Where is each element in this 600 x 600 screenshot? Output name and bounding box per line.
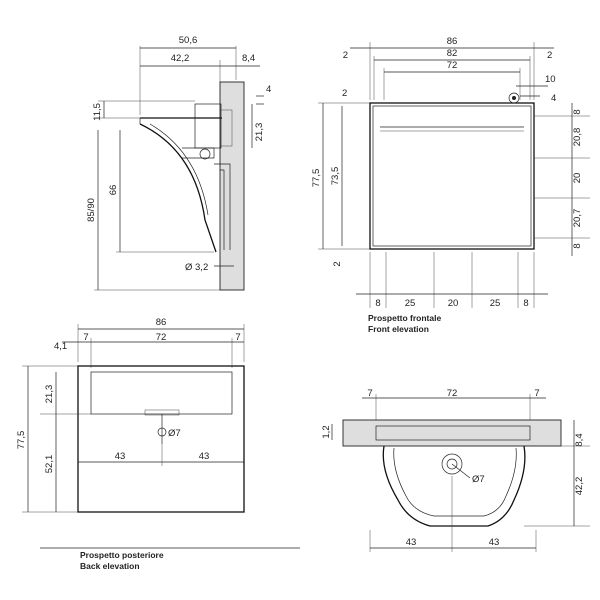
side-dim-body-height: 66 (108, 185, 119, 196)
plan-dim-half-right: 43 (489, 537, 500, 548)
plan-wall (342, 419, 562, 447)
front-dim-row3: 20,7 (572, 209, 583, 228)
back-caption-it: Prospetto posteriore (80, 550, 164, 560)
back-outline (77, 365, 245, 513)
plan-view: 7 72 7 1,2 8,4 42,2 43 43 Ø7 (321, 388, 590, 552)
front-view: 86 2 2 82 72 10 4 2 77,5 73,5 2 8 20,8 2… (311, 36, 590, 334)
front-knob (508, 92, 520, 104)
side-dim-drawer: 21,3 (254, 123, 265, 142)
back-dim-inner-width: 72 (156, 332, 167, 343)
back-drawer-recess (90, 371, 233, 415)
back-hole (157, 427, 167, 437)
side-view: 50,6 42,2 8,4 4 21,3 11,5 66 85/90 Ø 3,2 (86, 35, 271, 291)
plan-dim-half-left: 43 (406, 537, 417, 548)
front-dim-knob-offset: 10 (545, 74, 556, 85)
side-dim-pipe: Ø 3,2 (185, 262, 208, 273)
front-dim-bottom-20: 20 (448, 298, 459, 309)
plan-dim-side-right: 7 (534, 388, 539, 399)
back-dim-hole: Ø7 (168, 428, 181, 439)
front-dim-side-left: 2 (343, 50, 348, 61)
front-outline (369, 102, 535, 250)
plan-dim-top-offset: 8,4 (574, 433, 585, 446)
back-dim-left-gap: 4,1 (54, 341, 67, 352)
front-dim-bottom-edge: 2 (332, 261, 343, 266)
plan-dim-inner-width: 72 (447, 388, 458, 399)
back-dim-half-right: 43 (199, 451, 210, 462)
front-caption-it: Prospetto frontale (368, 313, 441, 323)
front-dim-inner-width: 82 (447, 48, 458, 59)
side-drain-pipe (214, 163, 231, 250)
back-dim-side-left: 7 (83, 332, 88, 343)
front-dim-top-gap: 8 (572, 109, 583, 114)
front-dim-row2: 20 (572, 173, 583, 184)
side-dim-top-width: 50,6 (179, 35, 198, 46)
front-dim-bottom-25-right: 25 (490, 298, 501, 309)
plan-dim-depth: 42,2 (574, 477, 585, 496)
side-curved-body (139, 123, 217, 253)
side-dim-inner-width: 42,2 (171, 53, 190, 64)
back-dim-overall-width: 86 (156, 317, 167, 328)
back-dim-overall-height: 77,5 (16, 431, 27, 450)
back-caption-en: Back elevation (80, 561, 140, 571)
front-dim-bottom-8-left: 8 (375, 298, 380, 309)
front-caption-en: Front elevation (368, 324, 429, 334)
plan-dim-drain: Ø7 (472, 474, 485, 485)
front-dim-side-right: 2 (547, 50, 552, 61)
plan-drain (441, 453, 463, 475)
side-dim-wall: 8,4 (242, 53, 255, 64)
side-dim-lip: 4 (266, 84, 271, 95)
back-dim-lower: 52,1 (44, 455, 55, 474)
front-dim-row4: 8 (572, 243, 583, 248)
side-drawer-box (194, 103, 222, 149)
plan-dim-side-left: 7 (367, 388, 372, 399)
front-dim-bottom-8-right: 8 (523, 298, 528, 309)
front-dim-overall-height: 77,5 (311, 169, 322, 188)
front-dim-row1: 20,8 (572, 128, 583, 147)
plan-basin-outline (382, 445, 526, 527)
front-dim-knob-gap: 4 (551, 93, 556, 104)
back-view: 86 4,1 7 72 7 77,5 21,3 52,1 43 43 Ø7 Pr… (16, 317, 300, 571)
front-dim-overall-width: 86 (447, 36, 458, 47)
front-dim-bottom-25-left: 25 (405, 298, 416, 309)
back-dim-side-right: 7 (235, 332, 240, 343)
side-dim-mount-height: 85/90 (86, 198, 97, 222)
back-dim-drawer: 21,3 (44, 385, 55, 404)
back-dim-half-left: 43 (115, 451, 126, 462)
side-dim-top-height: 11,5 (92, 103, 103, 121)
front-dim-drawer-width: 72 (447, 60, 458, 71)
front-dim-inner-height: 73,5 (330, 167, 341, 186)
front-dim-top-edge: 2 (342, 88, 347, 99)
plan-dim-rim: 1,2 (321, 425, 332, 438)
